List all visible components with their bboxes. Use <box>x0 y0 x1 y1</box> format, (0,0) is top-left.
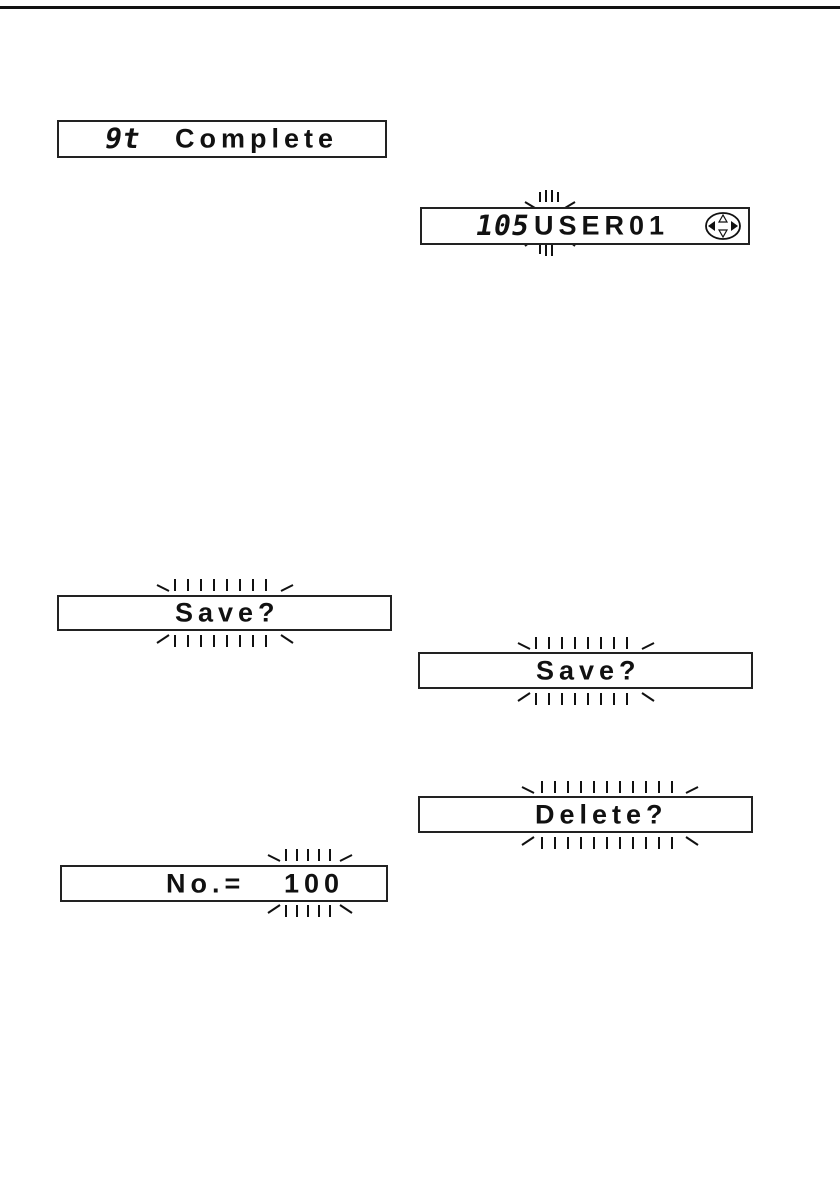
lcd-user-text: USER01 <box>534 213 669 240</box>
cursor-arrows-icon <box>704 211 742 241</box>
lcd-user: 105 USER01 <box>420 207 750 245</box>
lcd-delete-text: Delete? <box>535 801 668 828</box>
lcd-save-left: Save? <box>57 595 392 631</box>
lcd-user-seg: 105 <box>474 212 533 240</box>
lcd-complete-seg: 9t <box>103 125 144 153</box>
lcd-save-right-text: Save? <box>536 657 641 684</box>
lcd-save-right: Save? <box>418 652 753 689</box>
lcd-complete: 9t Complete <box>57 120 387 158</box>
lcd-complete-text: Complete <box>175 126 338 153</box>
lcd-number-label: No.= <box>166 870 245 897</box>
page-top-rule <box>0 6 840 9</box>
lcd-delete: Delete? <box>418 796 753 833</box>
lcd-number: No.= 100 <box>60 865 388 902</box>
lcd-number-value: 100 <box>284 870 344 897</box>
lcd-save-left-text: Save? <box>175 600 280 627</box>
